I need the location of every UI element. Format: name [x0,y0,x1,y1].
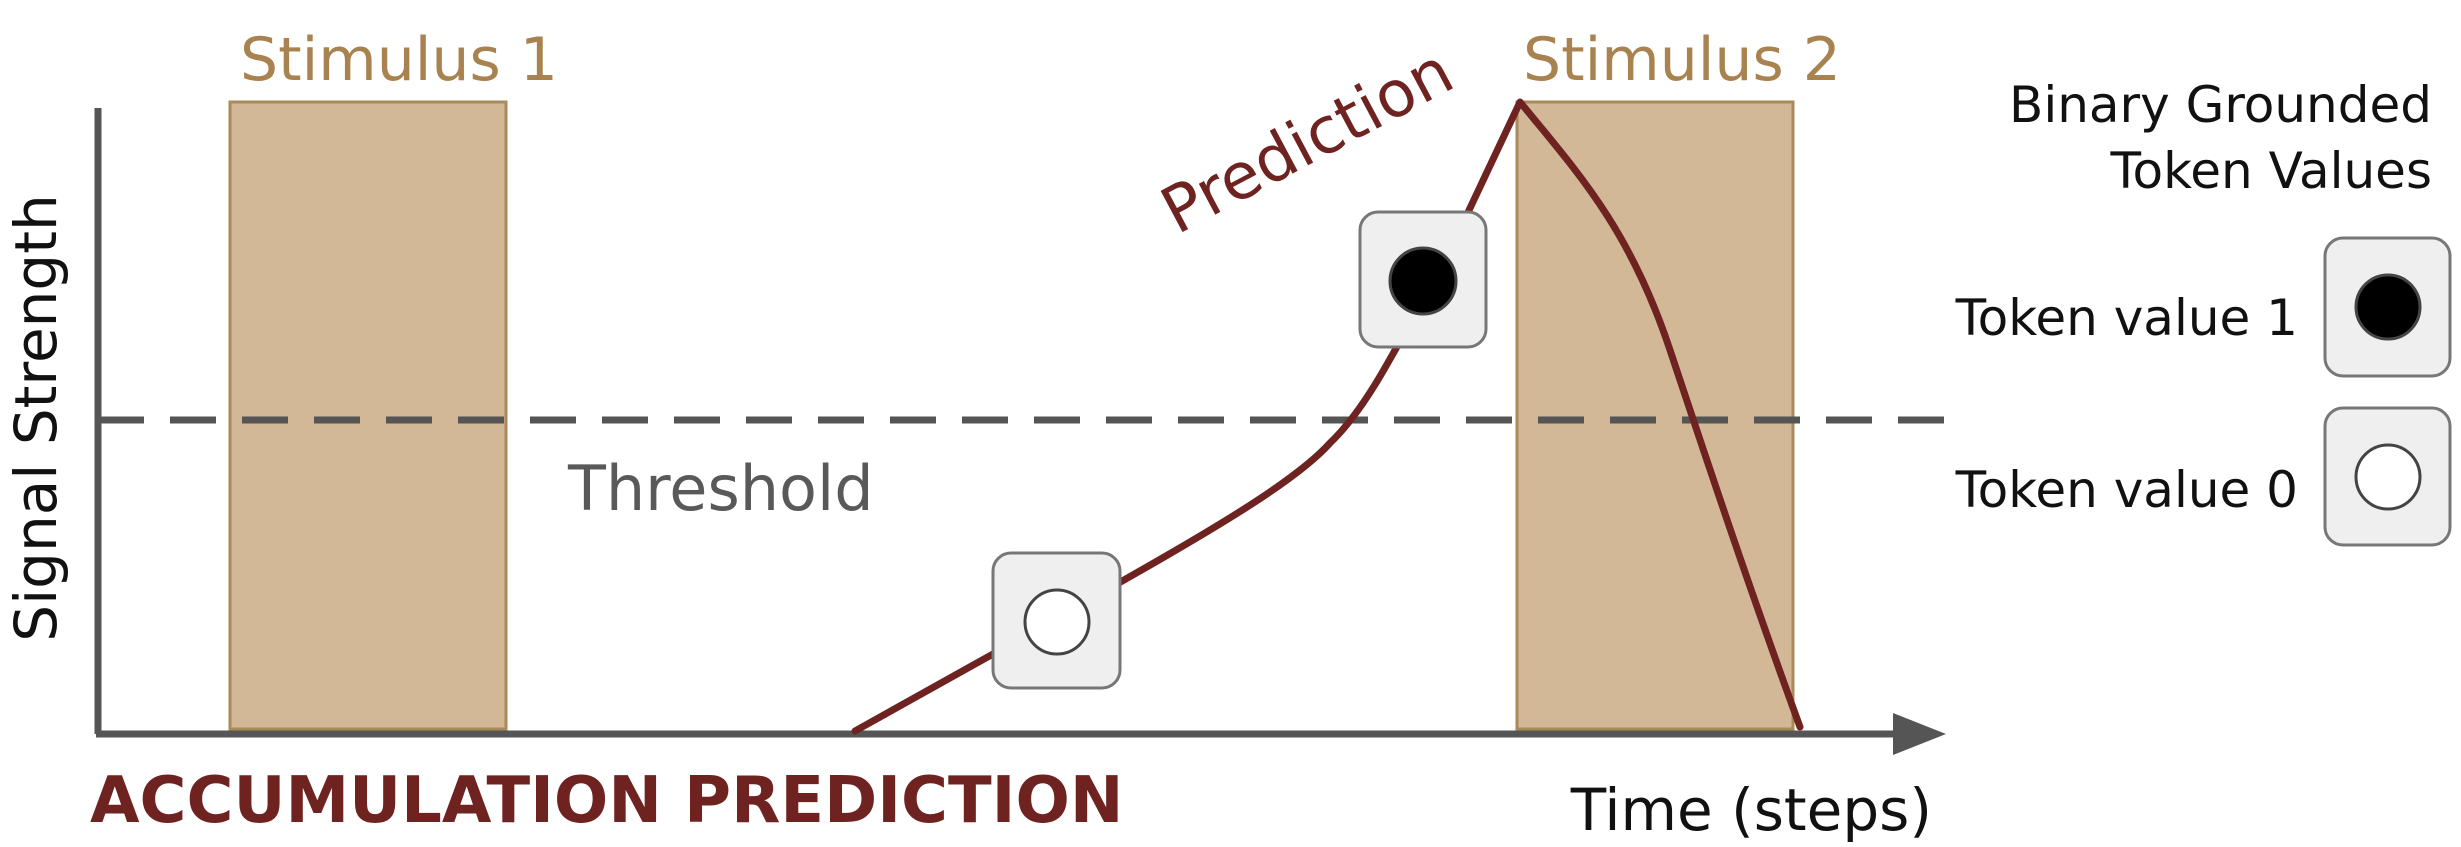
prediction-curve [851,98,1804,735]
filled-circle-token [1358,210,1488,349]
legend-item-token-1-label: Token value 1 [1955,289,2298,347]
diagram-title: ACCUMULATION PREDICTION [90,764,1123,838]
y-axis-label: Signal Strength [2,194,70,642]
legend-heading-line2: Token Values [2109,142,2432,200]
threshold-label: Threshold [567,452,874,525]
legend-item-token-0-label: Token value 0 [1955,461,2298,519]
legend: Binary Grounded Token Values Token value… [1955,76,2452,547]
stimulus-2-box [1515,100,1795,731]
filled-circle-token [2323,236,2452,378]
x-axis-arrowhead [1893,713,1946,755]
legend-heading-line1: Binary Grounded [2009,76,2432,134]
empty-circle-token [991,551,1122,690]
x-axis-label: Time (steps) [1570,776,1932,844]
stimulus-1-label: Stimulus 1 [240,25,558,95]
stimulus-1-box [228,100,508,731]
stimulus-2-label: Stimulus 2 [1523,25,1841,95]
empty-circle-token [2323,406,2452,547]
